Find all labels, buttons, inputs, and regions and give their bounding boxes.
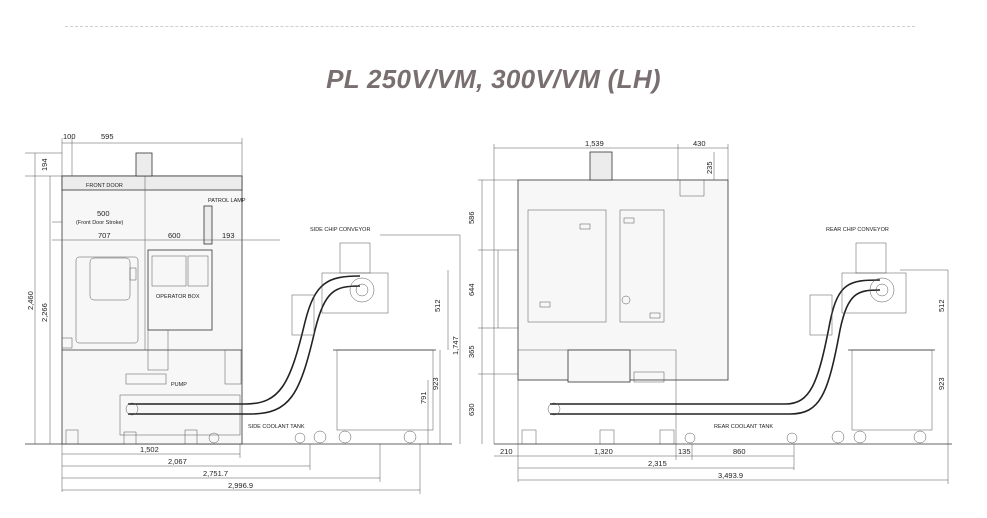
dim-bottom-3493: 3,493.9 — [718, 471, 743, 480]
dim-bottom-210: 210 — [500, 447, 513, 456]
rear-chip-conveyor-belt — [550, 289, 881, 415]
dim-right-512b: 512 — [937, 299, 946, 312]
rear-coolant-tank — [851, 349, 933, 431]
dim-top-595: 595 — [101, 132, 114, 141]
dim-left-2460: 2,460 — [26, 291, 35, 310]
right-control-panel — [567, 349, 631, 383]
dim-right-1747: 1,747 — [451, 336, 460, 355]
dim-left-365: 365 — [467, 345, 476, 358]
label-front-door: FRONT DOOR — [86, 183, 123, 189]
label-patrol-lamp: PATROL LAMP — [208, 198, 246, 204]
right-view: 1,539 430 235 586 644 365 630 REAR CHIP … — [467, 139, 952, 484]
dim-bottom-2996: 2,996.9 — [228, 481, 253, 490]
pump-icon — [224, 349, 242, 385]
dim-707: 707 — [98, 231, 111, 240]
page-title: PL 250V/VM, 300V/VM (LH) — [326, 64, 661, 94]
dim-right-512: 512 — [433, 299, 442, 312]
dim-top-100: 100 — [63, 132, 76, 141]
label-rear-chip-conveyor: REAR CHIP CONVEYOR — [826, 227, 889, 233]
dim-right-923: 923 — [431, 377, 440, 390]
dim-left-644: 644 — [467, 283, 476, 296]
label-side-coolant-tank: SIDE COOLANT TANK — [248, 424, 305, 430]
dim-600: 600 — [168, 231, 181, 240]
dim-bottom-2067: 2,067 — [168, 457, 187, 466]
label-side-chip-conveyor: SIDE CHIP CONVEYOR — [310, 227, 370, 233]
left-top-unit — [135, 152, 153, 177]
label-front-door-stroke: (Front Door Stroke) — [76, 220, 124, 226]
dim-front-door-stroke: 500 — [97, 209, 110, 218]
dim-bottom-2315: 2,315 — [648, 459, 667, 468]
operator-box — [147, 249, 213, 331]
dim-bottom-135: 135 — [678, 447, 691, 456]
dim-right-923b: 923 — [937, 377, 946, 390]
dim-right-791: 791 — [419, 391, 428, 404]
dim-193: 193 — [222, 231, 235, 240]
left-view: 100 595 194 2,460 2,266 FRONT DOOR PATRO… — [25, 132, 461, 494]
dim-bottom-860: 860 — [733, 447, 746, 456]
label-rear-coolant-tank: REAR COOLANT TANK — [714, 424, 773, 430]
top-divider — [65, 26, 915, 27]
side-coolant-tank — [336, 349, 434, 431]
dim-top-1539: 1,539 — [585, 139, 604, 148]
dim-bottom-1502: 1,502 — [140, 445, 159, 454]
label-operator-box: OPERATOR BOX — [156, 294, 200, 300]
label-pump: PUMP — [171, 382, 187, 388]
right-top-unit — [589, 151, 613, 181]
dim-bottom-1320: 1,320 — [594, 447, 613, 456]
right-machine-body — [517, 179, 729, 381]
dim-left-586: 586 — [467, 211, 476, 224]
patrol-lamp-icon — [203, 205, 213, 245]
dim-bottom-2751: 2,751.7 — [203, 469, 228, 478]
dim-left-2266: 2,266 — [40, 303, 49, 322]
dim-top-235: 235 — [705, 161, 714, 174]
dim-left-630: 630 — [467, 403, 476, 416]
dim-left-194: 194 — [40, 158, 49, 171]
dim-top-430: 430 — [693, 139, 706, 148]
side-chip-conveyor-belt — [128, 285, 361, 415]
